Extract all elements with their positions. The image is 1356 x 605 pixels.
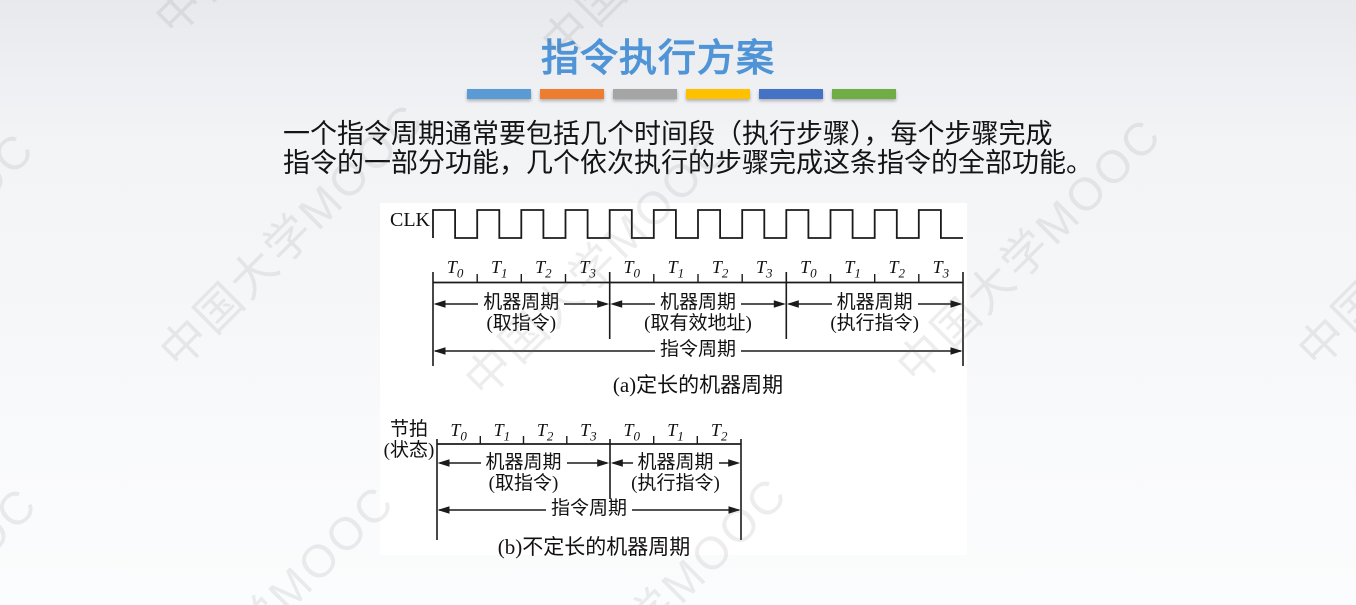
intro-line-2: 指令的一部分功能，几个依次执行的步骤完成这条指令的全部功能。 <box>283 147 1093 178</box>
a-machine-cycle-sublabel-3: (执行指令) <box>830 313 920 334</box>
caption-a: (a)定长的机器周期 <box>612 373 784 397</box>
b-t-ticks <box>479 436 698 445</box>
a-machine-cycle-label-3: 机器周期 <box>831 293 918 313</box>
arrowheads <box>433 300 963 514</box>
divider-bar-blue <box>467 89 531 99</box>
a-instruction-cycle-label: 指令周期 <box>654 340 742 360</box>
watermark-text: 中国大学MOOC <box>138 0 433 47</box>
divider-bar-gray <box>613 89 677 99</box>
clk-waveform <box>432 209 963 239</box>
b-machine-cycle-label-2: 机器周期 <box>632 453 719 473</box>
b-t-state-label: T2 <box>710 420 728 444</box>
watermark-text: 中国大学MOOC <box>1287 91 1356 377</box>
b-t-state-label: T0 <box>450 420 467 444</box>
a-t-state-label: T2 <box>888 257 906 281</box>
b-t-state-label: T0 <box>623 420 641 444</box>
divider-bar-darkblue <box>759 89 823 99</box>
watermark-text: 中国大学MOOC <box>0 470 50 605</box>
a-t-state-label: T0 <box>623 257 641 281</box>
a-machine-cycle-sublabel-2: (取有效地址) <box>644 313 752 334</box>
watermark-text: 中国大学MOOC <box>0 121 45 407</box>
a-t-state-label: T3 <box>756 257 773 281</box>
b-t-state-label: T3 <box>580 420 597 444</box>
a-machine-cycle-label-2: 机器周期 <box>654 293 742 313</box>
divider-bar-green <box>832 89 896 99</box>
timing-diagram-panel: CLK T0 T1 T2 T3 T0 T1 T2 T3 T0 T1 T2 T3 … <box>380 203 967 559</box>
slide-title: 指令执行方案 <box>540 38 776 80</box>
a-t-state-label: T0 <box>800 257 817 281</box>
a-t-state-label: T1 <box>844 257 861 281</box>
a-t-state-label: T3 <box>579 257 596 281</box>
b-t-state-label: T2 <box>536 420 554 444</box>
intro-paragraph: 一个指令周期通常要包括几个时间段（执行步骤），每个步骤完成 指令的一部分功能，几… <box>283 120 1093 177</box>
a-t-state-label: T2 <box>535 257 552 281</box>
b-instruction-cycle-label: 指令周期 <box>545 499 633 519</box>
b-t-state-label: T1 <box>493 420 511 444</box>
b-cycle-boundaries <box>436 439 742 540</box>
a-t-state-label: T1 <box>667 257 685 281</box>
watermark-text: 中国大学MOOC <box>113 468 408 605</box>
intro-line-1: 一个指令周期通常要包括几个时间段（执行步骤），每个步骤完成 <box>283 119 1053 149</box>
caption-b: (b)不定长的机器周期 <box>497 535 691 559</box>
b-t-state-label: T1 <box>667 420 684 444</box>
a-t-state-label: T0 <box>446 257 464 281</box>
title-divider-bars <box>467 89 896 99</box>
clk-label: CLK <box>390 209 430 231</box>
a-machine-cycle-label-1: 机器周期 <box>478 293 565 313</box>
a-t-state-label: T2 <box>711 257 729 281</box>
a-t-ticks <box>476 274 920 283</box>
divider-bar-orange <box>540 89 604 99</box>
beat-state-label: 节拍 (状态) <box>383 419 435 461</box>
a-machine-cycle-sublabel-1: (取指令) <box>486 313 557 334</box>
a-cycle-boundaries <box>432 272 964 366</box>
a-t-state-label: T3 <box>932 257 950 281</box>
a-t-state-label: T1 <box>491 257 508 281</box>
b-machine-cycle-sublabel-1: (取指令) <box>488 473 559 494</box>
b-machine-cycle-sublabel-2: (执行指令) <box>631 473 720 494</box>
divider-bar-yellow <box>686 89 750 99</box>
b-machine-cycle-label-1: 机器周期 <box>480 453 567 473</box>
